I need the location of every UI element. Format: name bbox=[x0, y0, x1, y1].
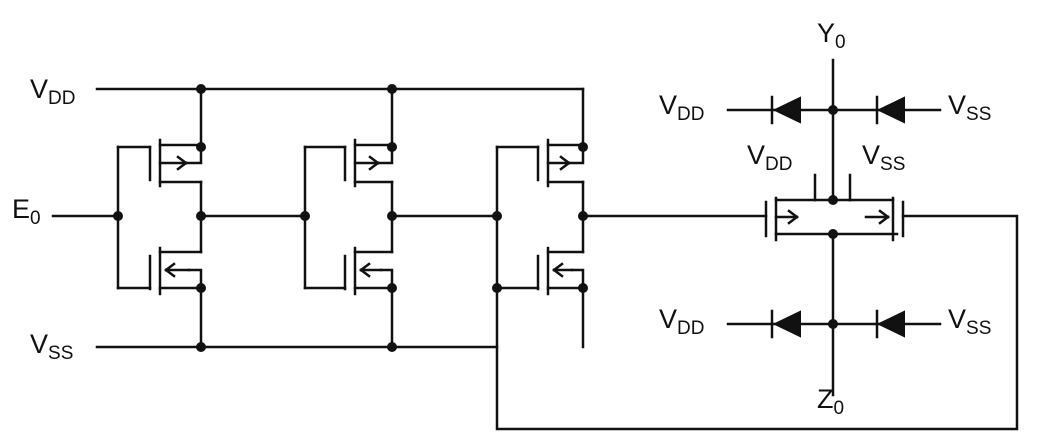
lower-diode-vdd bbox=[726, 309, 835, 339]
inverter-stage-1 bbox=[116, 87, 203, 349]
vdd-rail-label: VDD bbox=[30, 74, 75, 109]
junction-dots bbox=[113, 84, 838, 352]
pmos-transistor bbox=[536, 138, 585, 188]
feedback-wire bbox=[495, 214, 1019, 431]
vss-lower-diode-label: VSS bbox=[948, 304, 991, 339]
output-y-label: Y0 bbox=[817, 18, 846, 53]
vdd-gate-label: VDD bbox=[747, 140, 792, 175]
nmos-transistor bbox=[343, 246, 394, 296]
vdd-lower-diode-label: VDD bbox=[659, 304, 704, 339]
upper-diode-vdd bbox=[726, 95, 835, 125]
pmos-transistor bbox=[148, 138, 203, 188]
vss-upper-diode-label: VSS bbox=[948, 90, 991, 125]
inverter-stage-2 bbox=[199, 87, 394, 349]
vss-gate-label: VSS bbox=[862, 140, 905, 175]
nmos-transistor bbox=[148, 246, 203, 296]
vdd-upper-diode-label: VDD bbox=[659, 90, 704, 125]
output-z-label: Z0 bbox=[817, 384, 844, 419]
upper-diode-vss bbox=[831, 95, 942, 125]
lower-diode-vss bbox=[831, 309, 942, 339]
input-label: E0 bbox=[12, 194, 41, 229]
nmos-transistor bbox=[536, 246, 585, 296]
inverter-stage-3 bbox=[390, 87, 585, 349]
transmission-gate bbox=[764, 173, 905, 242]
vss-rail-label: VSS bbox=[30, 329, 73, 364]
pmos-transistor bbox=[343, 138, 394, 188]
